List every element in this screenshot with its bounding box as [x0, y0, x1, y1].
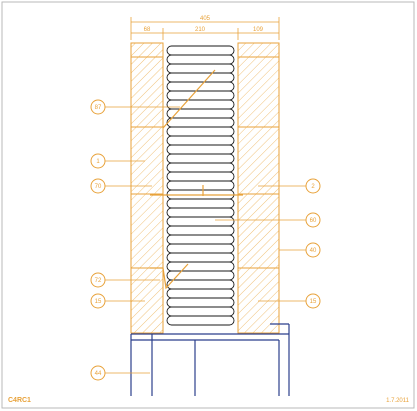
dim-inner-leaf: 109 — [253, 27, 264, 33]
dimension-chain: 405 68 210 109 — [130, 16, 280, 40]
callout-label-72: 72 — [95, 278, 102, 284]
callout-70: 70 — [90, 178, 152, 194]
callout-1: 1 — [90, 153, 145, 169]
callout-label-60: 60 — [310, 218, 317, 224]
sheet-date: 1.7.2011 — [386, 398, 410, 404]
dim-cavity: 210 — [195, 27, 206, 33]
callout-label-15-right: 15 — [310, 299, 317, 305]
callout-40: 40 — [279, 242, 321, 258]
cavity-insulation — [166, 45, 235, 326]
callout-label-2: 2 — [311, 184, 315, 190]
callout-label-70: 70 — [95, 184, 102, 190]
dim-outer-leaf: 68 — [144, 27, 151, 33]
callout-label-15-left: 15 — [95, 299, 102, 305]
callout-15-right: 15 — [258, 293, 321, 309]
dim-total: 405 — [200, 16, 211, 22]
insulation-loops — [166, 45, 235, 326]
callout-87: 87 — [90, 99, 180, 115]
wall-ties — [150, 69, 243, 290]
callout-label-44: 44 — [95, 371, 102, 377]
callout-15-left: 15 — [90, 293, 145, 309]
outer-leaf — [130, 42, 164, 334]
callout-44: 44 — [90, 365, 150, 381]
callout-label-87: 87 — [95, 105, 102, 111]
callout-2: 2 — [258, 178, 321, 194]
inner-leaf — [237, 42, 280, 334]
callout-72: 72 — [90, 272, 160, 288]
foundation — [130, 323, 290, 396]
sheet-code: C4RC1 — [8, 397, 31, 404]
callout-label-40: 40 — [310, 248, 317, 254]
callout-label-1: 1 — [96, 159, 100, 165]
callout-60: 60 — [215, 212, 321, 228]
